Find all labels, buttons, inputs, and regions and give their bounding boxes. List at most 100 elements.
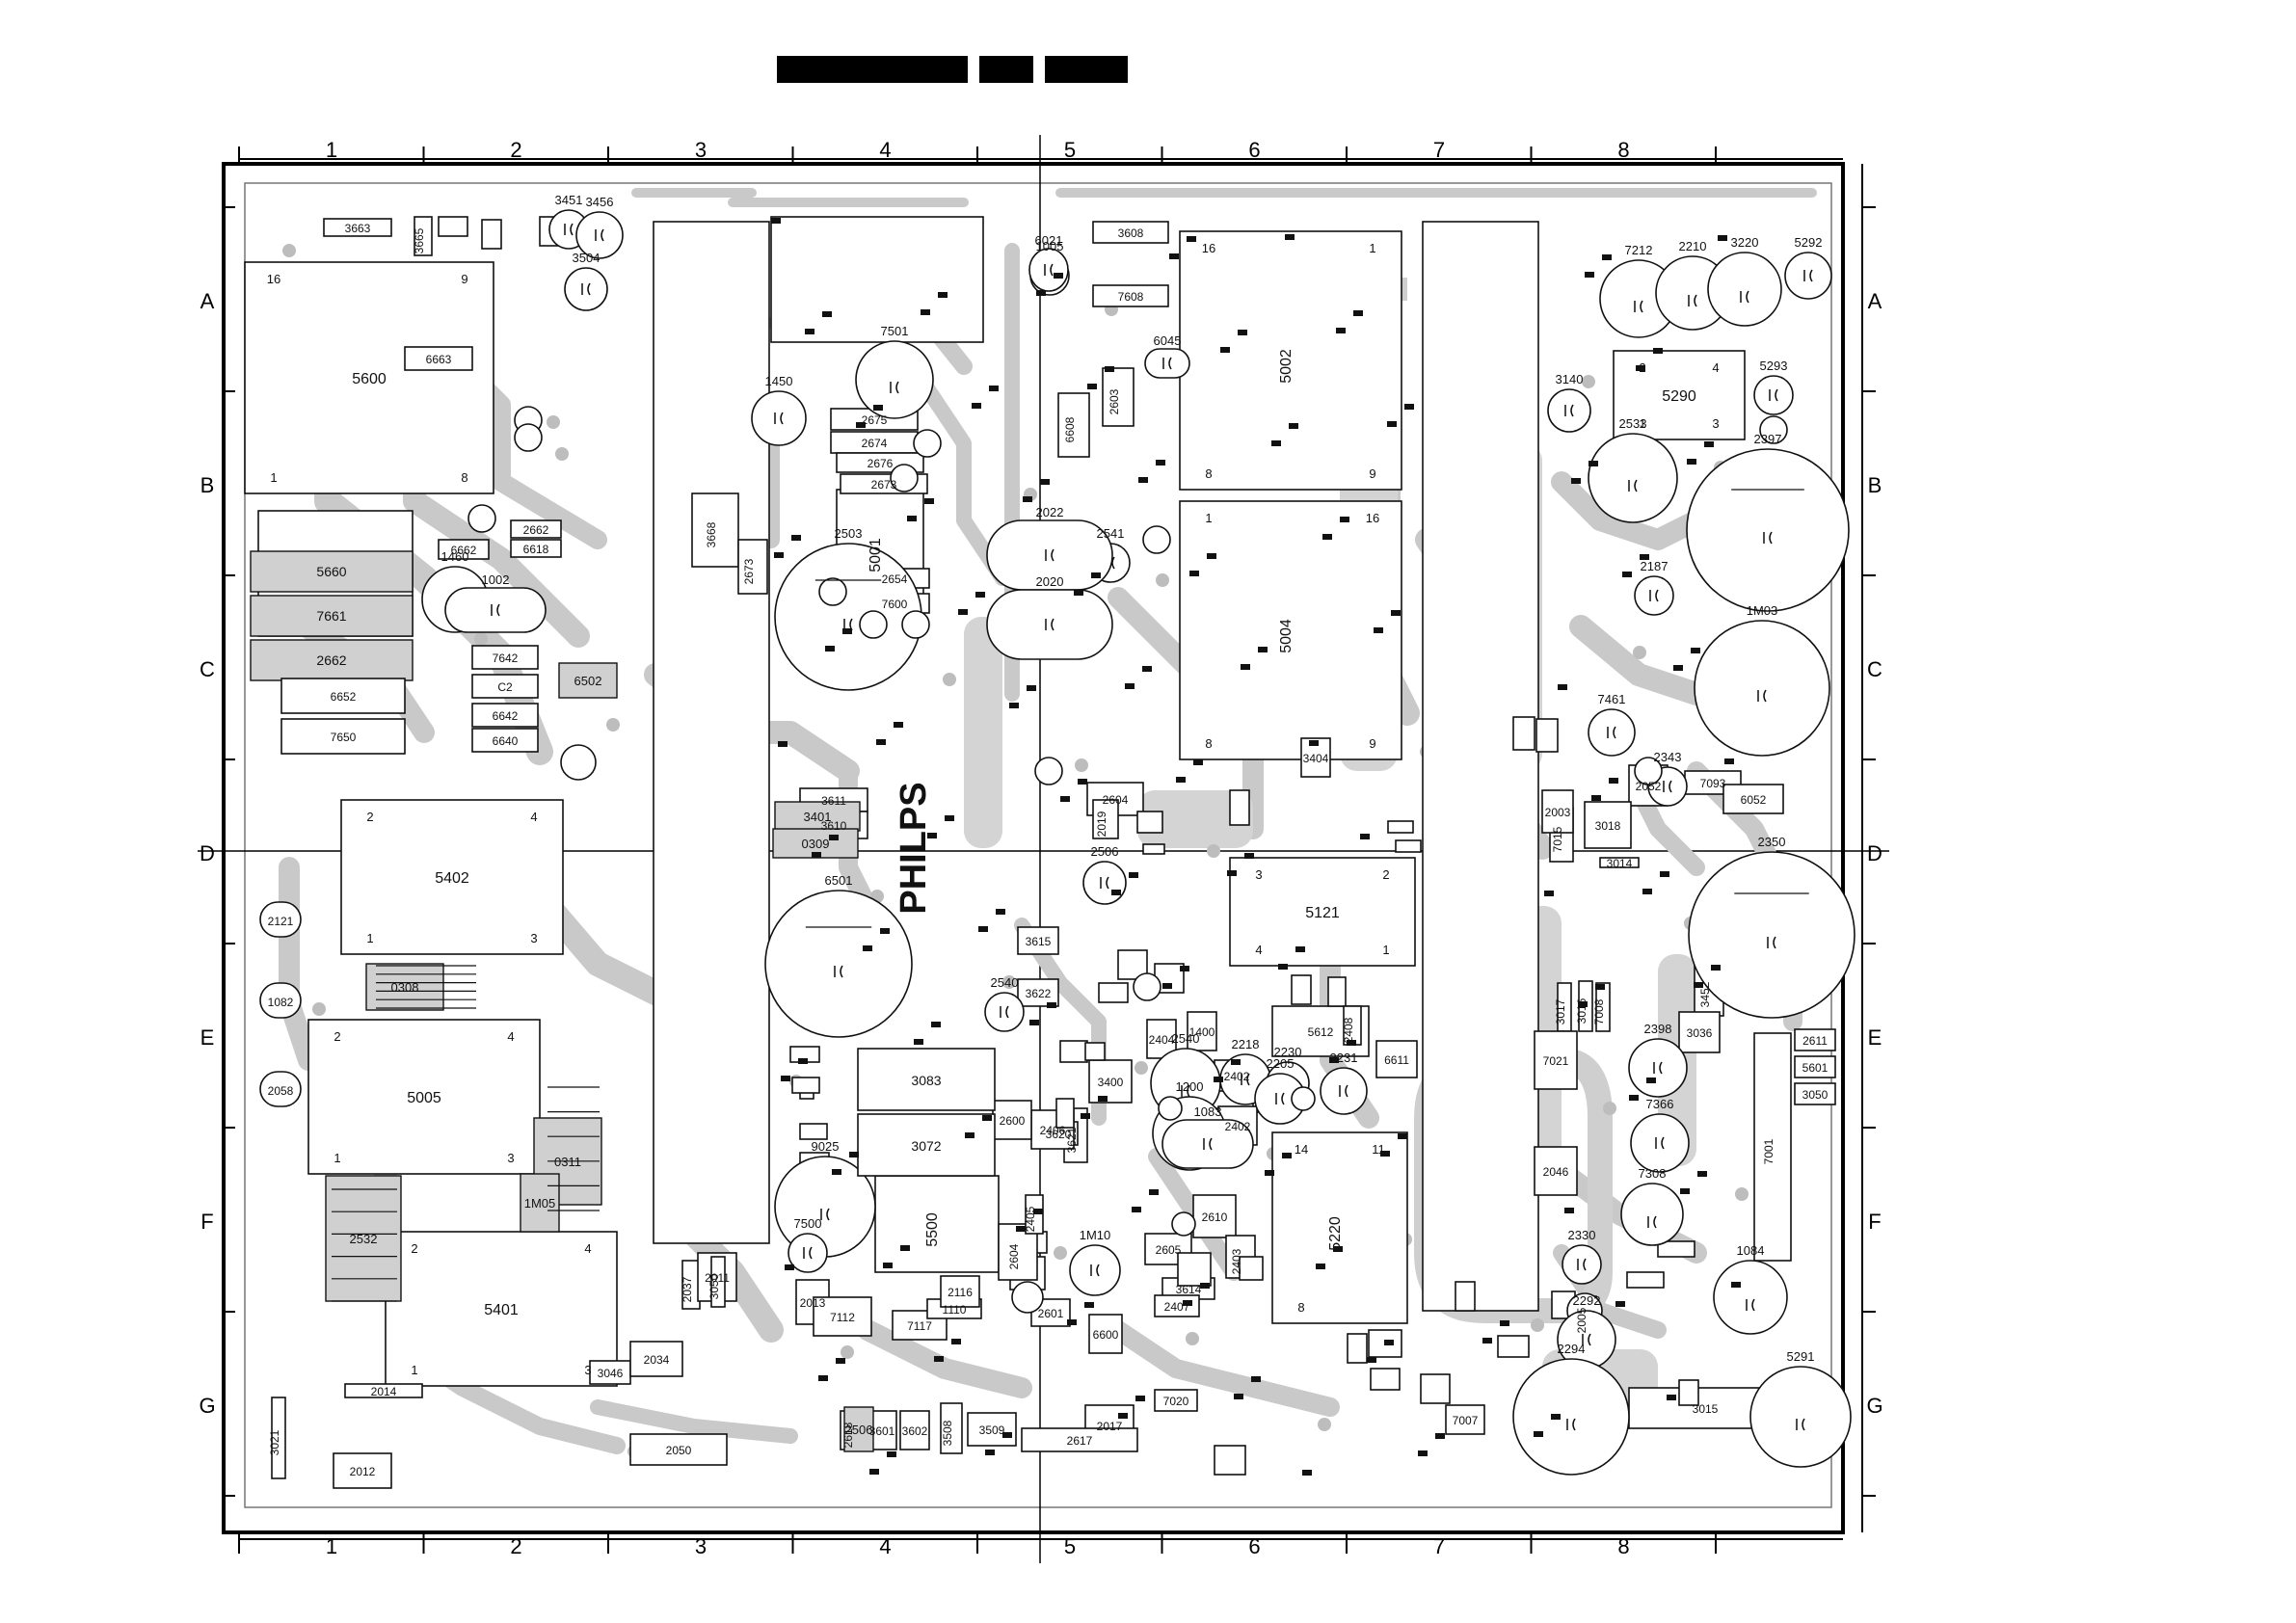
component-body	[940, 1275, 980, 1308]
component-label: 2541	[1097, 526, 1125, 541]
pin-label: 2	[1639, 360, 1645, 375]
capacitor-body	[788, 1233, 828, 1273]
smd-pad	[1697, 1171, 1707, 1177]
smd-pad	[1162, 983, 1172, 989]
component-label: 2618	[841, 1422, 855, 1448]
column-label: 6	[1248, 1534, 1260, 1558]
component-label: 2343	[1654, 750, 1682, 764]
capacitor-body	[1630, 1113, 1690, 1173]
component-body	[510, 539, 562, 558]
smd-pad	[849, 1152, 859, 1157]
component-label: 1083	[1194, 1104, 1222, 1119]
component-body	[589, 1360, 631, 1385]
component-label: 2503	[835, 526, 863, 541]
capacitor-body	[1133, 972, 1161, 1001]
smd-pad	[1105, 366, 1114, 372]
pad	[547, 415, 560, 429]
component-label: 2294	[1558, 1342, 1586, 1356]
component-label: 3072	[911, 1138, 941, 1154]
capacitor-symbol	[570, 223, 574, 236]
transformer-label: 5220	[1327, 1216, 1344, 1251]
component-label: 3050	[1802, 1088, 1829, 1102]
component-label: 6502	[574, 674, 602, 688]
smd-pad	[1585, 272, 1594, 278]
component-body	[1142, 843, 1165, 855]
component-body	[1136, 811, 1163, 834]
transformer-body	[1179, 500, 1402, 760]
smd-pad	[1078, 779, 1087, 785]
smd-pad	[842, 628, 852, 634]
smd-pad	[805, 329, 814, 334]
component-label: 2011	[705, 1271, 730, 1285]
smd-pad	[1033, 1209, 1043, 1214]
smd-pad	[873, 405, 883, 411]
smd-pad	[1084, 1302, 1094, 1308]
component-body	[1291, 974, 1312, 1005]
component-body	[1192, 1194, 1237, 1238]
capacitor-body	[1011, 1281, 1044, 1314]
component-label: 1M10	[1080, 1228, 1111, 1242]
smd-pad	[836, 1358, 845, 1364]
capacitor-symbol	[1246, 1073, 1250, 1086]
pin-label: 3	[584, 1363, 591, 1377]
component-body	[1678, 1379, 1699, 1406]
relay-body	[857, 1113, 996, 1177]
pin-label: 1	[270, 470, 277, 485]
capacitor-symbol	[1640, 300, 1643, 313]
smd-pad	[1295, 946, 1305, 952]
component-label: 1450	[765, 374, 793, 388]
pin-label: 2	[411, 1241, 417, 1256]
pin-label: 1	[1369, 241, 1375, 255]
component-label: 2406	[1040, 1124, 1066, 1137]
component-body	[1017, 926, 1059, 955]
copper-area	[964, 617, 1002, 848]
component-block	[774, 801, 861, 832]
row-label: D	[1867, 841, 1882, 865]
capacitor-symbol	[1168, 357, 1172, 370]
component-label: 2532	[350, 1232, 378, 1246]
capacitor-symbol	[1588, 1333, 1591, 1346]
component-body	[1177, 1252, 1212, 1287]
component-label: 3401	[804, 810, 832, 824]
smd-pad	[1398, 1133, 1407, 1139]
component-body	[1534, 1146, 1578, 1196]
component-label: 2231	[1330, 1051, 1358, 1065]
row-label: F	[1868, 1210, 1881, 1234]
smd-pad	[1347, 1040, 1356, 1046]
pin-label: 8	[1205, 466, 1212, 481]
component-body	[1387, 820, 1414, 834]
smd-pad	[832, 1169, 841, 1175]
component-body	[1534, 1030, 1578, 1090]
capacitor-symbol	[895, 381, 899, 394]
capacitor-symbol	[587, 282, 591, 296]
component-label: 0311	[554, 1155, 581, 1169]
smd-pad	[1558, 684, 1567, 690]
component-label: 2218	[1232, 1037, 1260, 1051]
component-label: 5293	[1760, 359, 1788, 373]
column-label: 3	[695, 138, 707, 162]
smd-pad	[1220, 347, 1230, 353]
component-label: 7015	[1551, 826, 1564, 852]
component-body	[438, 216, 468, 237]
capacitor-symbol	[780, 412, 784, 425]
component-label: 2292	[1573, 1293, 1601, 1308]
component-body	[1595, 982, 1611, 1032]
component-body	[1059, 1040, 1088, 1063]
pin-label: 1	[411, 1363, 417, 1377]
smd-pad	[1687, 459, 1696, 465]
pin-label: 4	[584, 1241, 591, 1256]
component-label: 2034	[644, 1353, 670, 1367]
smd-pad	[1238, 330, 1247, 335]
film-capacitor	[986, 589, 1113, 660]
component-body	[629, 1433, 728, 1466]
board-module	[1422, 221, 1539, 1312]
smd-pad	[975, 592, 985, 598]
component-body	[344, 1383, 423, 1398]
smd-pad	[1118, 1413, 1128, 1419]
component-label: 5660	[316, 564, 346, 579]
pad	[606, 718, 620, 732]
component-body	[1599, 857, 1640, 868]
smd-pad	[880, 928, 890, 934]
capacitor-body	[1158, 1096, 1183, 1121]
pin-label: 3	[530, 931, 537, 945]
